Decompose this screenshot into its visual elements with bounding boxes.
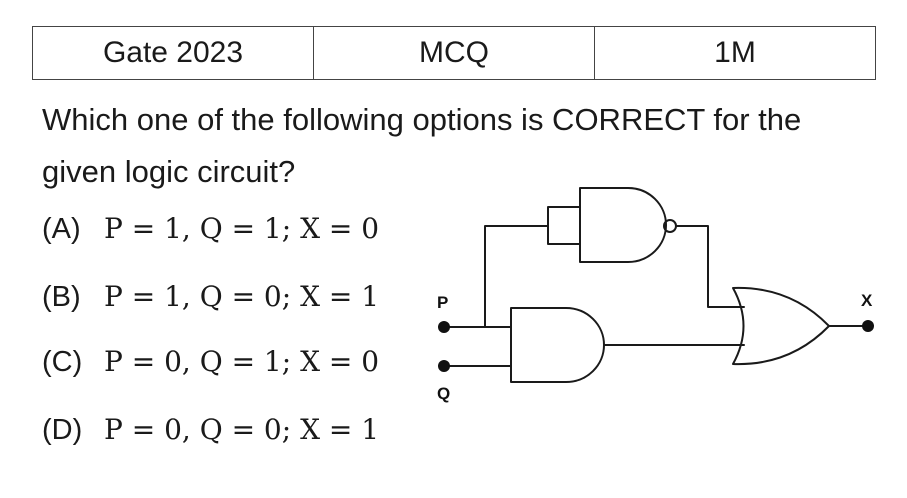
question-text: Which one of the following options is CO… [42, 102, 802, 189]
input-q-label: Q [437, 384, 450, 403]
input-p-terminal [438, 321, 450, 333]
option-c[interactable]: (C) P = 0, Q = 1; X = 0 [42, 345, 379, 379]
question-type-cell: MCQ [313, 26, 595, 80]
exam-cell: Gate 2023 [32, 26, 314, 80]
header-row: Gate 2023 MCQ 1M [32, 26, 876, 80]
header-table: Gate 2023 MCQ 1M [32, 26, 876, 80]
option-a-expression: P = 1, Q = 1; X = 0 [104, 212, 380, 245]
or-gate [732, 286, 830, 366]
wire-nand-to-or [675, 225, 745, 308]
option-a-label: (A) [42, 213, 81, 245]
option-d-expression: P = 0, Q = 0; X = 1 [104, 413, 380, 446]
output-x-terminal [862, 320, 874, 332]
option-b-label: (B) [42, 281, 81, 313]
option-b-expression: P = 1, Q = 0; X = 1 [104, 280, 380, 313]
option-b[interactable]: (B) P = 1, Q = 0; X = 1 [42, 280, 379, 314]
option-c-label: (C) [42, 346, 83, 378]
input-q-terminal [438, 360, 450, 372]
option-a[interactable]: (A) P = 1, Q = 1; X = 0 [42, 212, 379, 246]
option-c-expression: P = 0, Q = 1; X = 0 [104, 345, 380, 378]
nand-input-bracket [547, 206, 581, 245]
output-x-label: X [861, 291, 873, 310]
wire-p-to-nand [484, 225, 549, 328]
option-d-label: (D) [42, 414, 83, 446]
input-p-label: P [437, 293, 448, 312]
nand-gate [579, 187, 667, 263]
and-gate [510, 307, 605, 383]
option-d[interactable]: (D) P = 0, Q = 0; X = 1 [42, 413, 379, 447]
marks-cell: 1M [594, 26, 876, 80]
